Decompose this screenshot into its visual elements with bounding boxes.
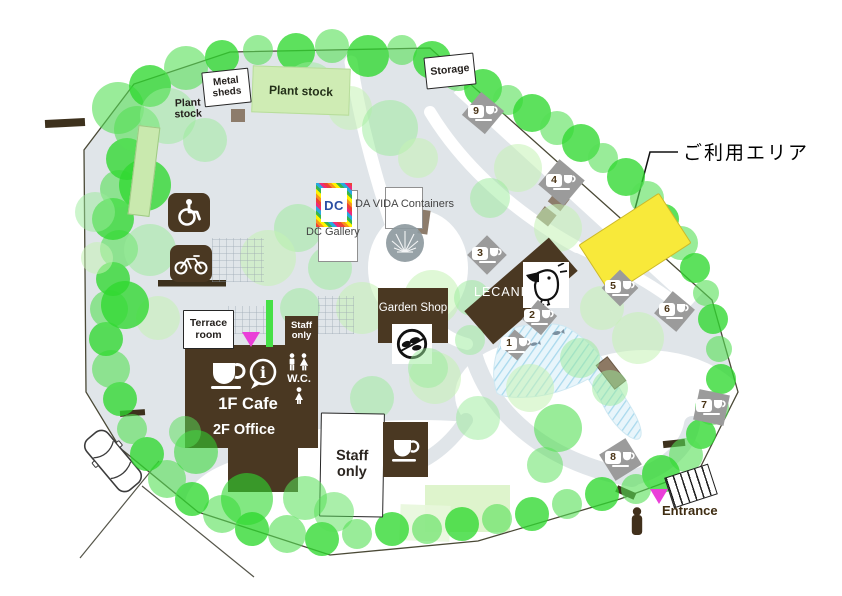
marker-number: 1	[501, 336, 517, 350]
map-marker-6: 6	[652, 289, 696, 333]
plant-stock-bed: Plant stock	[251, 65, 351, 116]
da-vida-containers-label: DA VIDA Containers	[355, 198, 455, 210]
coffee-cup-icon	[486, 106, 498, 115]
terrace-room-label: Terrace room	[189, 317, 228, 341]
entrance-label: Entrance	[662, 503, 718, 518]
storage-label: Storage	[429, 62, 470, 79]
fish-icon	[530, 328, 565, 346]
svg-text:i: i	[260, 363, 266, 382]
person-icon	[295, 387, 303, 404]
restroom-icon	[289, 353, 309, 371]
wc-label: W.C.	[287, 373, 311, 385]
map-marker-1: 1	[494, 323, 538, 367]
map-marker-2: 2	[517, 295, 561, 339]
dc-gallery-label: DC Gallery	[306, 226, 360, 238]
marker-number: 3	[472, 246, 488, 260]
marker-number: 9	[468, 104, 484, 118]
bicycle-tile	[170, 245, 212, 282]
coffee-cup-icon	[542, 310, 554, 319]
coffee-cup-icon	[211, 363, 246, 389]
coffee-cup-icon	[714, 400, 726, 409]
paving-grid	[212, 238, 264, 282]
bicycle-icon	[174, 255, 208, 275]
office-label: 2F Office	[212, 422, 276, 438]
map-marker-3: 3	[465, 233, 509, 277]
map-marker-7: 7	[689, 385, 733, 429]
dc-logo-letters: DC	[321, 188, 347, 222]
coffee-cup-icon	[564, 175, 576, 184]
green-strip	[266, 300, 273, 347]
coffee-cup-icon	[391, 439, 419, 462]
car-icon	[83, 429, 143, 493]
marker-number: 5	[605, 279, 621, 293]
leaf-logo-icon	[396, 328, 428, 360]
wheelchair-tile	[168, 193, 210, 232]
marker-number: 6	[659, 302, 675, 316]
dc-logo: DC	[316, 183, 352, 227]
usage-area-annotation: ご利用エリア	[683, 142, 810, 164]
coffee-cup-icon	[623, 281, 635, 290]
stamp-logo-icon	[386, 224, 424, 262]
metal-sheds-label: Metal sheds	[212, 74, 242, 99]
coffee-cup-icon	[490, 248, 502, 257]
triangle-marker-icon	[242, 332, 260, 347]
marker-number: 7	[696, 398, 712, 412]
map-marker-4: 4	[537, 158, 585, 206]
staff-only-wing-label: Staff only	[290, 320, 313, 341]
map-marker-8: 8	[598, 437, 642, 481]
marker-number: 4	[546, 173, 562, 187]
cafe-building: i W.C. 1F Cafe 2F Office	[185, 345, 318, 448]
coffee-cup-icon	[623, 452, 635, 461]
cafe-label: 1F Cafe	[218, 395, 278, 413]
marker-number: 8	[605, 450, 621, 464]
lecania-label: LECANIA	[474, 285, 535, 299]
terrace-room-building: Terrace room	[183, 310, 234, 349]
storage-building: Storage	[423, 52, 477, 90]
staff-only-building-label: Staff only	[335, 448, 369, 481]
paving-grid	[318, 296, 354, 334]
roads	[79, 460, 255, 578]
garden-shop-logo	[392, 324, 432, 364]
person-icon	[631, 507, 643, 535]
wheelchair-icon	[178, 199, 201, 226]
marker-number: 2	[524, 308, 540, 322]
plant-stock-left-label: Plant stock	[174, 96, 203, 121]
map-marker-5: 5	[598, 266, 642, 310]
garden-shop-label: Garden Shop	[378, 302, 448, 314]
map-marker-9: 9	[461, 91, 505, 135]
info-icon: i	[249, 358, 277, 389]
cafe-building-lower	[228, 448, 298, 492]
kiosk-building	[383, 422, 428, 477]
triangle-marker-icon	[650, 489, 668, 504]
coffee-cup-icon	[519, 338, 531, 347]
paving-grid	[228, 306, 266, 334]
staff-only-wing: Staff only	[285, 316, 318, 346]
container-building	[385, 187, 423, 229]
coffee-cup-icon	[677, 304, 689, 313]
staff-only-building: Staff only	[319, 412, 385, 518]
plant-stock-bed-label: Plant stock	[268, 82, 334, 99]
